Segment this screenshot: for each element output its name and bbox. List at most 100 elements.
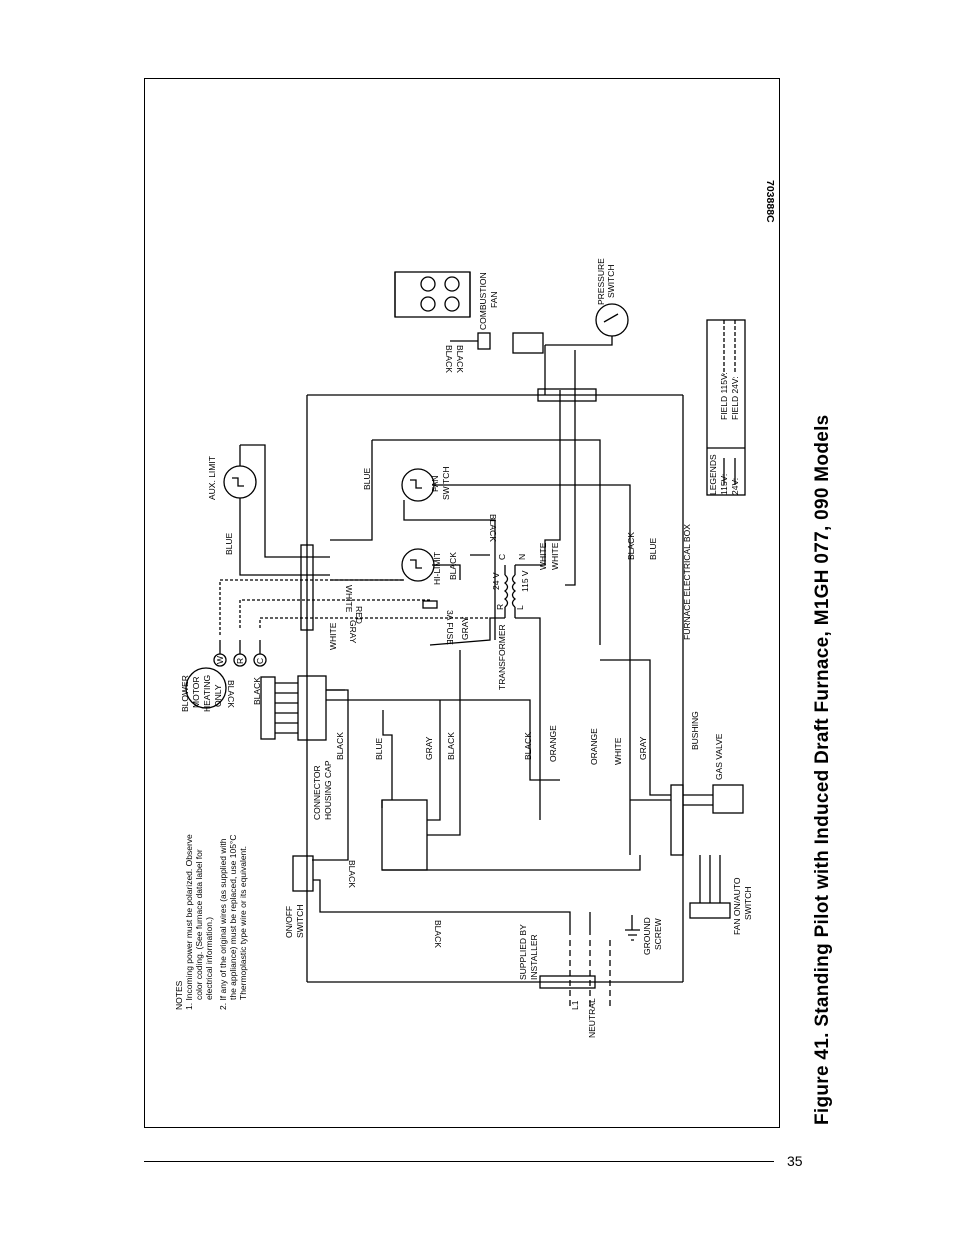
gas-valve-label: GAS VALVE: [714, 733, 724, 780]
fan-switch-label-2: SWITCH: [441, 466, 451, 500]
wire-blue-aux-2: [239, 520, 330, 576]
blower-pins: [260, 676, 276, 740]
wire-label-gray-3: GRAY: [424, 736, 434, 760]
wire-label-black-8: BLACK: [444, 345, 454, 373]
xfmr-l: L: [515, 605, 525, 610]
transformer-label: TRANSFORMER: [497, 624, 507, 690]
wire-label-blue-2: BLUE: [362, 467, 372, 490]
wire-label-red: RED: [354, 606, 364, 624]
gas-valve-body: [712, 784, 744, 814]
pressure-switch-label-1: PRESSURE: [596, 258, 606, 305]
wire-label-black-hl: BLACK: [448, 552, 458, 580]
wire-label-black-5: BLACK: [523, 732, 533, 760]
xfmr-n: N: [517, 554, 527, 560]
notes-line-2: color coding. (See furnace data label fo…: [194, 849, 204, 1000]
electrical-box-label: FURNACE ELECTRICAL BOX: [682, 524, 692, 640]
notes-heading: NOTES: [174, 980, 184, 1010]
wire-label-gray-1: GRAY: [348, 620, 358, 644]
notes-line-5: the appliance) must be replaced, use 105…: [228, 835, 238, 1000]
wire-label-black-3: BLACK: [335, 732, 345, 760]
wire-label-black-10: BLACK: [226, 680, 236, 708]
aux-limit-symbol: [223, 465, 257, 499]
legend-115v: 115V:: [719, 474, 729, 495]
notes-line-4: 2. If any of the original wires (as supp…: [218, 838, 228, 1010]
wire-label-black-fan: BLACK: [488, 514, 498, 542]
notes-line-3: electrical information.): [204, 917, 214, 1000]
wire-label-black-2: BLACK: [626, 532, 636, 560]
wire-gray-thermostat: [259, 617, 490, 628]
ground-label-2: SCREW: [653, 918, 663, 950]
wire-label-orange-1: ORANGE: [548, 725, 558, 762]
wire-label-black-7: BLACK: [433, 920, 443, 948]
top-connector: [537, 388, 597, 402]
installer-label-2: INSTALLER: [529, 934, 539, 980]
wire-label-orange-2: ORANGE: [589, 728, 599, 765]
fan-auto-label-1: FAN ON/AUTO: [732, 877, 742, 935]
relay-box: [381, 799, 428, 871]
combustion-fan-label-2: FAN: [489, 291, 499, 308]
xfmr-24v: 24 V: [491, 572, 501, 590]
legend-heading: LEGENDS: [708, 454, 718, 495]
wire-label-white-1: WHITE: [344, 585, 354, 613]
installer-lines: [569, 940, 611, 1010]
connector-label-2: HOUSING CAP: [323, 760, 333, 820]
wire-label-black-6: BLACK: [347, 860, 357, 888]
fuse-symbol: [422, 600, 438, 609]
wire-label-gray-4: GRAY: [638, 736, 648, 760]
wire-red-thermostat: [239, 599, 430, 628]
left-connector: [300, 544, 314, 631]
xfmr-r: R: [495, 604, 505, 610]
notes-line-6: Thermoplastic type wire or its equivalen…: [238, 846, 248, 1000]
fan-auto-switch-body: [689, 902, 731, 919]
connector-housing: [297, 675, 327, 741]
l1-label: L1: [570, 1000, 580, 1010]
figure-caption: Figure 41. Standing Pilot with Induced D…: [812, 414, 833, 1125]
blower-label-1: BLOWER: [180, 675, 190, 712]
drawing-number: 703888C: [764, 180, 776, 223]
wire-black-fan: [403, 500, 496, 640]
fuse-label: 3A FUSE: [445, 610, 455, 645]
aux-limit-label: AUX. LIMIT: [207, 456, 217, 500]
wire-label-blue-4: BLUE: [374, 737, 384, 760]
wire-label-white-4: WHITE: [550, 542, 560, 570]
wire-label-black-11: BLACK: [252, 677, 262, 705]
wire-white-thermostat: [219, 579, 404, 635]
on-off-label-2: SWITCH: [295, 904, 305, 938]
on-off-switch-body: [292, 855, 314, 892]
footer-rule: [144, 1161, 774, 1162]
legend-box: [706, 319, 746, 496]
xfmr-c: C: [497, 554, 507, 560]
combustion-fan-label-1: COMBUSTION: [478, 272, 488, 330]
bottom-connector: [539, 975, 596, 989]
fan-switch-label-1: FAN: [430, 475, 440, 492]
blower-label-3: HEATING: [202, 675, 212, 712]
transformer-coil: [503, 574, 517, 608]
hi-limit-symbol: [401, 548, 435, 582]
pressure-switch-symbol: [595, 303, 629, 337]
blower-label-4: ONLY: [213, 684, 223, 707]
thermostat-c: C: [255, 658, 265, 664]
wire-label-white-3: WHITE: [538, 542, 548, 570]
page-number: 35: [787, 1153, 803, 1169]
thermostat-r: R: [235, 658, 245, 664]
wire-label-white-5: WHITE: [613, 737, 623, 765]
connector-label-1: CONNECTOR: [312, 765, 322, 820]
xfmr-115v: 115 V: [520, 570, 530, 592]
wire-label-black-9: BLACK: [455, 345, 465, 373]
ground-symbol: [625, 915, 640, 941]
ground-label-1: GROUND: [642, 917, 652, 955]
wire-blue-fan: [372, 439, 601, 645]
bushing-label: BUSHING: [690, 711, 700, 750]
fan-auto-label-2: SWITCH: [743, 886, 753, 920]
hi-limit-label: HI-LIMIT: [432, 552, 442, 585]
blower-label-2: MOTOR: [191, 677, 201, 708]
on-off-label-1: ON/OFF: [284, 906, 294, 938]
wire-label-gray-2: GRAY: [460, 616, 470, 640]
blower-motor-symbol: [185, 667, 227, 709]
legend-24v: 24V:: [730, 478, 740, 495]
right-connector: [670, 784, 684, 856]
legend-field-24v: FIELD 24V:: [730, 376, 740, 420]
notes-line-1: 1. Incoming power must be polarized. Obs…: [184, 834, 194, 1010]
combustion-fan-plug: [477, 332, 491, 350]
